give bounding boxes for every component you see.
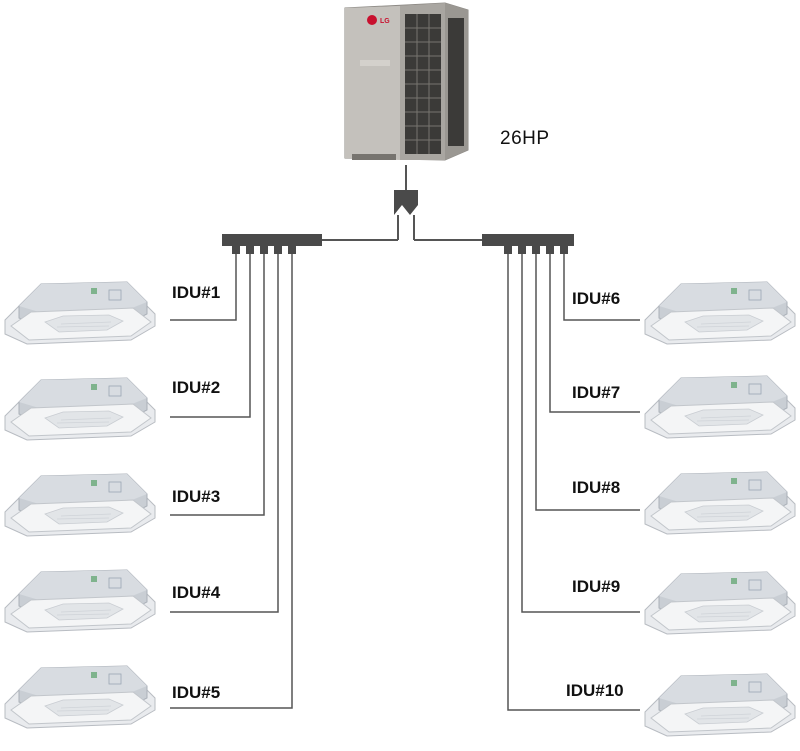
right-header (482, 234, 574, 254)
idu-label: IDU#10 (566, 681, 624, 700)
indoor-unit-7 (644, 375, 796, 439)
indoor-unit-5 (4, 665, 156, 729)
svg-text:LG: LG (380, 18, 390, 25)
indoor-unit-4 (4, 569, 156, 633)
idu-label: IDU#5 (172, 683, 221, 702)
outdoor-unit: LG (344, 2, 469, 161)
indoor-unit-1 (4, 281, 156, 345)
indoor-unit-2 (4, 377, 156, 441)
idu-label: IDU#6 (572, 289, 621, 308)
idu-label: IDU#2 (172, 378, 221, 397)
indoor-unit-8 (644, 471, 796, 535)
refrigerant-piping (170, 165, 640, 711)
idu-label: IDU#1 (172, 283, 221, 302)
idu-label: IDU#3 (172, 487, 221, 506)
indoor-unit-10 (644, 673, 796, 737)
idu-label: IDU#9 (572, 577, 621, 596)
left-header (222, 234, 322, 254)
capacity-label: 26HP (500, 128, 550, 149)
idu-label: IDU#4 (172, 583, 221, 602)
indoor-unit-9 (644, 571, 796, 635)
idu-label: IDU#8 (572, 478, 621, 497)
indoor-unit-3 (4, 473, 156, 537)
idu-label: IDU#7 (572, 383, 621, 402)
indoor-unit-6 (644, 281, 796, 345)
